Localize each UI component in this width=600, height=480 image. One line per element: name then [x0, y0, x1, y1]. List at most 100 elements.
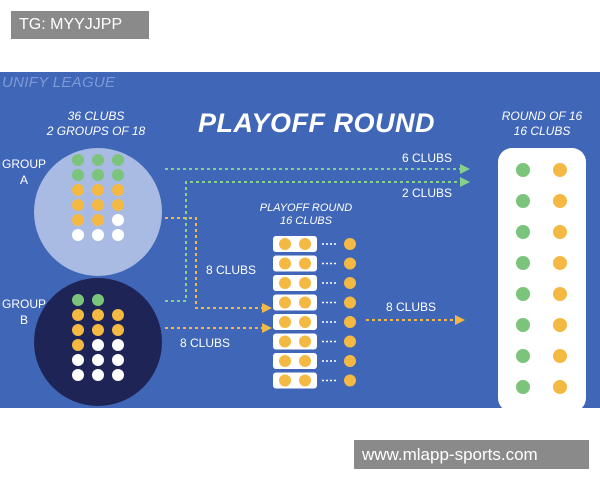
playoff-winner-dot [344, 374, 356, 387]
group-b-club-dot [72, 324, 84, 336]
playoff-club-dot [279, 257, 291, 270]
round16-green-club-dot [516, 163, 530, 177]
round16-green-club-dot [516, 349, 530, 363]
arrow-8-clubs-b-head [262, 323, 272, 333]
group-b-club-dot [92, 294, 104, 306]
group-b-club-dot [72, 294, 84, 306]
group-b-club-dot [72, 339, 84, 351]
group-b-club-dot [112, 354, 124, 366]
group-b-club-dot [92, 309, 104, 321]
group-a-club-dot [72, 229, 84, 241]
format-description: 36 CLUBS 2 GROUPS OF 18 [36, 109, 156, 139]
format-line-2: 2 GROUPS OF 18 [46, 124, 146, 138]
group-a-club-dot [112, 184, 124, 196]
group-b-club-dot [112, 369, 124, 381]
playoff-club-dot [299, 257, 311, 270]
arrow-2-clubs [165, 181, 460, 302]
group-a-line-1: GROUP [2, 157, 47, 171]
label-8-clubs-out: 8 CLUBS [386, 300, 437, 314]
playoff-club-dot [279, 316, 291, 328]
group-b-club-dot [72, 309, 84, 321]
group-a-club-dot [72, 184, 84, 196]
format-line-1: 36 CLUBS [67, 109, 125, 123]
league-name: UNIFY LEAGUE [2, 74, 116, 91]
round16-green-club-dot [516, 194, 530, 208]
group-a-club-dot [112, 229, 124, 241]
playoff-club-dot [279, 277, 291, 289]
arrow-2-clubs-head [460, 177, 470, 187]
playoff-infographic: UNIFY LEAGUE 36 CLUBS 2 GROUPS OF 18 PLA… [0, 72, 600, 408]
group-a-club-dot [72, 199, 84, 211]
playoff-winner-dot [344, 277, 356, 289]
label-2-clubs: 2 CLUBS [402, 186, 453, 200]
playoff-winner-dot [344, 238, 356, 250]
round16-line-1: ROUND OF 16 [501, 109, 583, 123]
playoff-club-dot [299, 316, 311, 328]
playoff-club-dot [299, 335, 311, 348]
group-a-club-dot [112, 214, 124, 226]
group-b-line-2: B [19, 313, 28, 327]
playoff-winner-dot [344, 296, 356, 309]
label-8-clubs-b: 8 CLUBS [180, 336, 231, 350]
group-a-club-dot [72, 169, 84, 181]
round16-green-club-dot [516, 225, 530, 239]
round16-line-2: 16 CLUBS [513, 124, 571, 138]
round16-yellow-club-dot [553, 163, 567, 177]
group-b-club-dot [92, 324, 104, 336]
playoff-club-dot [299, 374, 311, 387]
round16-yellow-club-dot [553, 318, 567, 332]
bottom-right-watermark-tag: www.mlapp-sports.com [354, 440, 589, 469]
group-a-club-dot [112, 199, 124, 211]
round16-yellow-club-dot [553, 349, 567, 363]
playoff-winner-dot [344, 257, 356, 270]
group-a-club-dot [92, 184, 104, 196]
round16-yellow-club-dot [553, 380, 567, 394]
playoff-line-1: PLAYOFF ROUND [259, 202, 353, 214]
group-b-club-dot [112, 324, 124, 336]
round16-yellow-club-dot [553, 225, 567, 239]
round16-yellow-club-dot [553, 194, 567, 208]
label-6-clubs: 6 CLUBS [402, 151, 453, 165]
group-a-club-dot [72, 154, 84, 166]
group-a-club-dot [112, 169, 124, 181]
group-a-label: GROUP A [2, 156, 46, 188]
round16-green-club-dot [516, 380, 530, 394]
playoff-club-dot [279, 355, 291, 367]
group-b-club-dot [72, 369, 84, 381]
round16-yellow-club-dot [553, 256, 567, 270]
playoff-club-dot [279, 296, 291, 309]
arrow-6-clubs-head [460, 164, 470, 174]
round16-green-club-dot [516, 287, 530, 301]
group-b-club-dot [112, 339, 124, 351]
group-a-line-2: A [19, 173, 28, 187]
playoff-club-dot [279, 374, 291, 387]
playoff-winner-dot [344, 355, 356, 367]
group-b-club-dot [72, 354, 84, 366]
group-a-club-dot [92, 169, 104, 181]
round-of-16-heading: ROUND OF 16 16 CLUBS [490, 109, 594, 139]
arrow-8-clubs-a-head [262, 303, 272, 313]
group-b-club-dot [92, 354, 104, 366]
group-b-line-1: GROUP [2, 297, 47, 311]
group-a-club-dot [92, 229, 104, 241]
group-b-label: GROUP B [2, 296, 46, 328]
playoff-club-dot [299, 296, 311, 309]
playoff-club-dot [299, 355, 311, 367]
arrow-8-clubs-out-head [455, 315, 465, 325]
round16-green-club-dot [516, 256, 530, 270]
group-a-club-dot [92, 154, 104, 166]
round16-green-club-dot [516, 318, 530, 332]
group-a-club-dot [112, 154, 124, 166]
group-b-club-dot [92, 339, 104, 351]
page-title: PLAYOFF ROUND [198, 108, 435, 138]
label-8-clubs-a: 8 CLUBS [206, 263, 257, 277]
group-b-club-dot [112, 309, 124, 321]
playoff-column-heading: PLAYOFF ROUND 16 CLUBS [254, 202, 358, 228]
playoff-club-dot [279, 335, 291, 348]
round16-yellow-club-dot [553, 287, 567, 301]
round-of-16-panel [498, 148, 586, 408]
group-a-club-dot [72, 214, 84, 226]
top-left-watermark-tag: TG: MYYJJPP [11, 11, 149, 39]
infographic-canvas [34, 148, 586, 408]
playoff-club-dot [299, 277, 311, 289]
